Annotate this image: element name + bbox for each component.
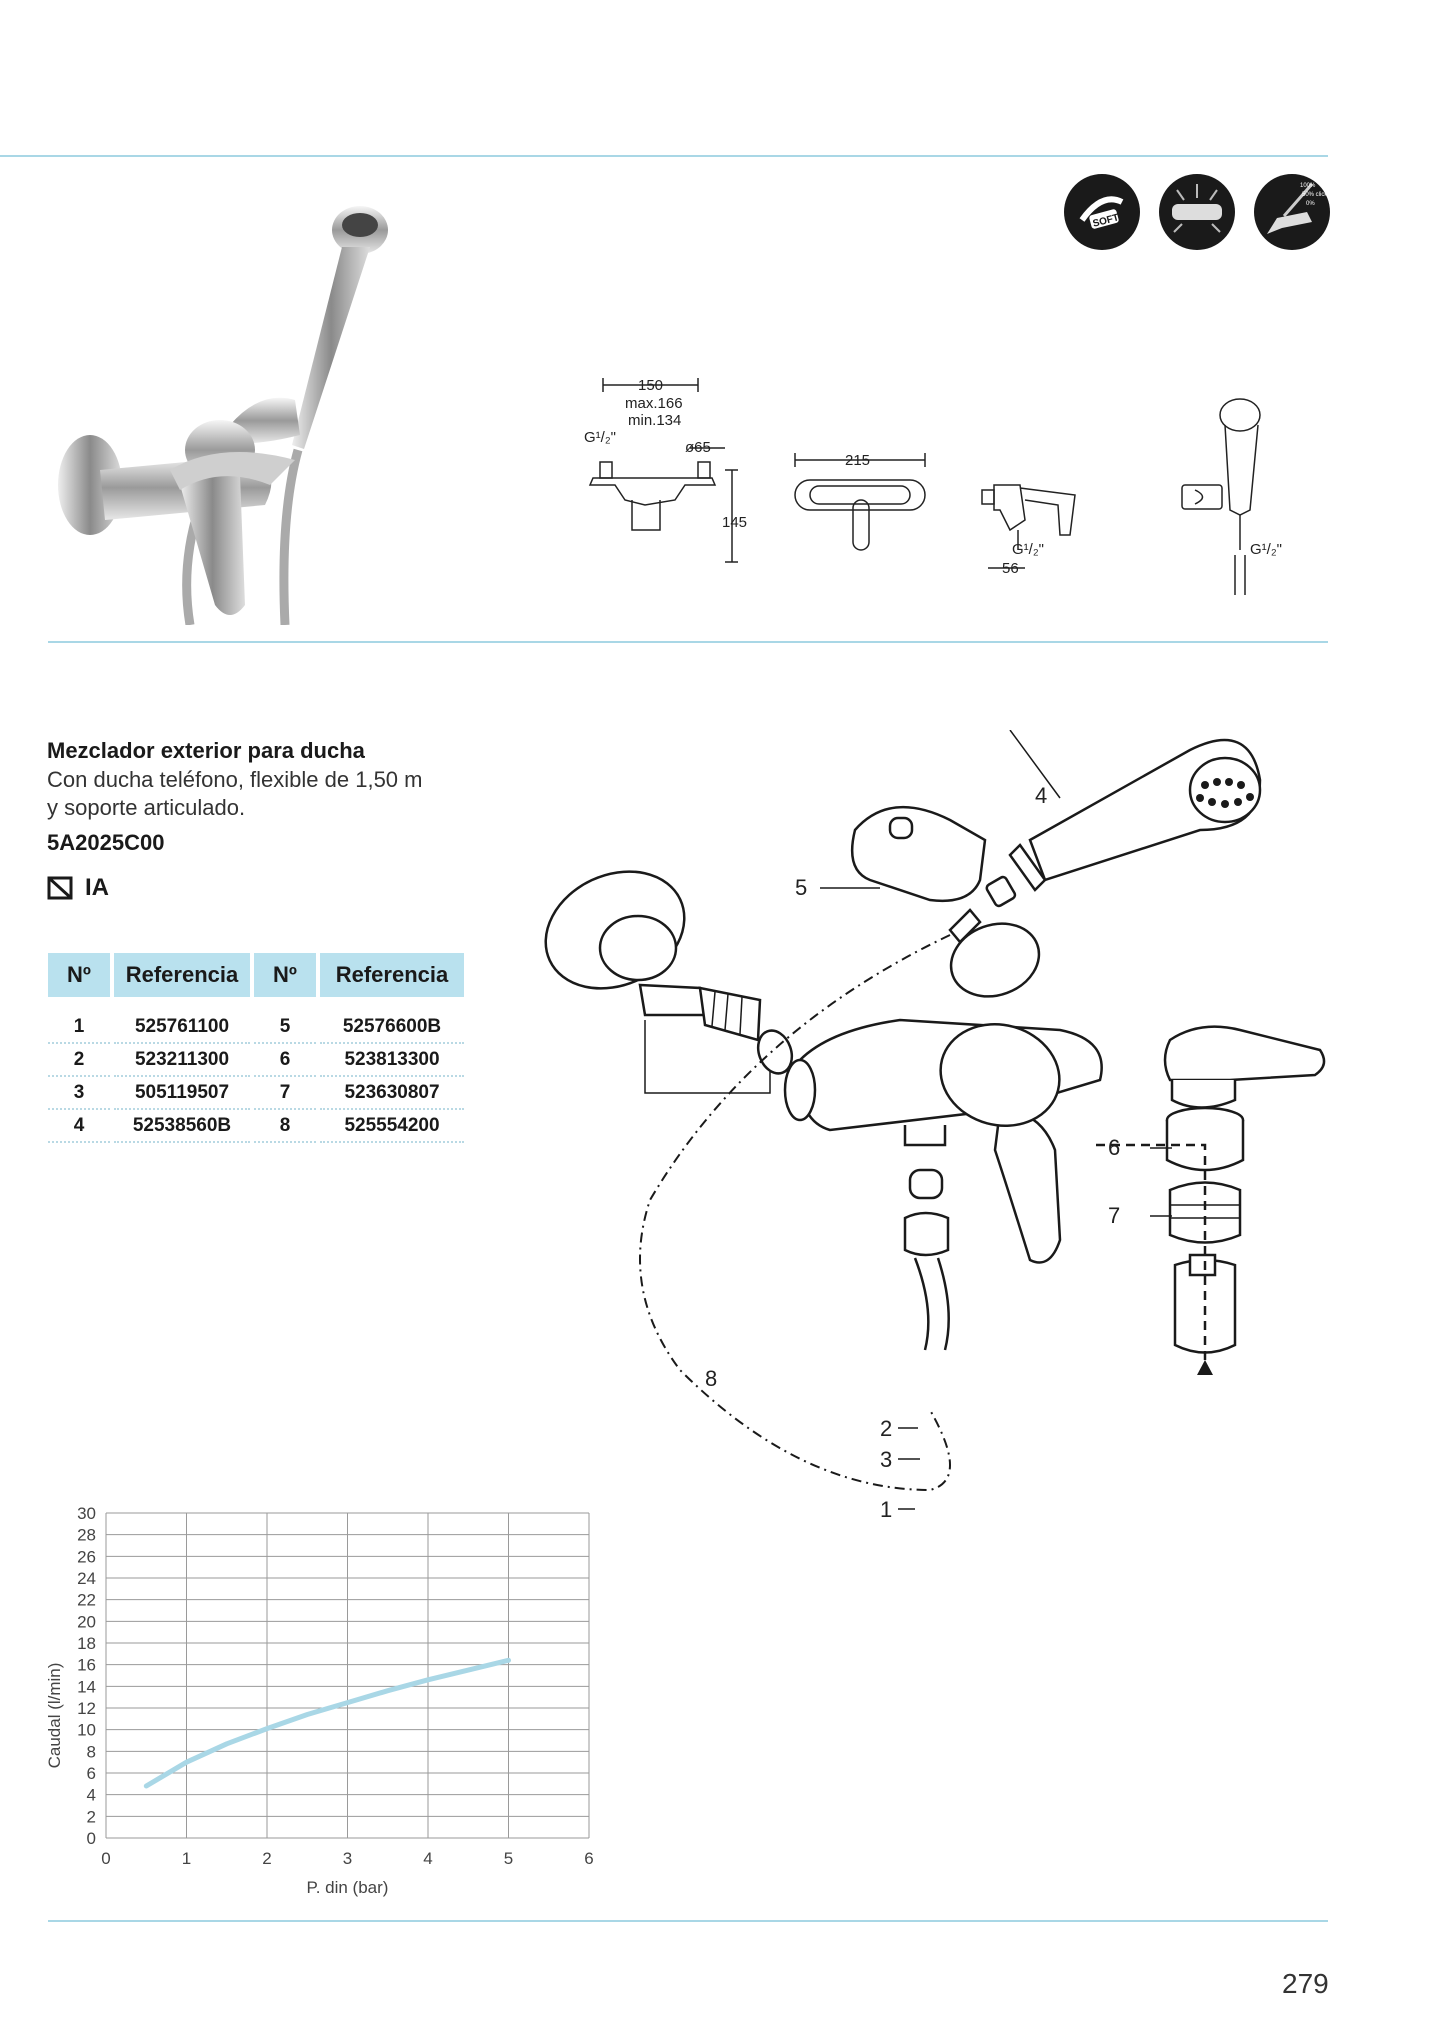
svg-text:100%: 100% bbox=[1300, 183, 1316, 189]
y-tick-label: 8 bbox=[87, 1742, 96, 1761]
dim-g3: G¹/₂" bbox=[1250, 541, 1282, 558]
product-photo bbox=[58, 206, 388, 625]
exploded-parts-diagram: 4 5 6 7 8 2 3 1 bbox=[544, 730, 1326, 1522]
dim-g2: G¹/₂" bbox=[1012, 541, 1044, 558]
dim-min: min.134 bbox=[628, 412, 681, 429]
header-ref-1: Referencia bbox=[114, 953, 250, 997]
mid-rule bbox=[48, 641, 1328, 643]
header-no-1: Nº bbox=[48, 953, 110, 997]
dim-56: 56 bbox=[1002, 560, 1019, 577]
y-tick-label: 4 bbox=[87, 1786, 96, 1805]
bottom-rule bbox=[48, 1920, 1328, 1922]
y-tick-label: 2 bbox=[87, 1807, 96, 1826]
part-label-2: 2 bbox=[880, 1416, 892, 1441]
y-tick-label: 22 bbox=[77, 1591, 96, 1610]
eco-click-icon: 100% 50% click 0% bbox=[1254, 174, 1330, 250]
part-label-6: 6 bbox=[1108, 1135, 1120, 1160]
y-tick-label: 14 bbox=[77, 1677, 96, 1696]
soft-icon: SOFT bbox=[1064, 174, 1140, 250]
y-tick-label: 10 bbox=[77, 1721, 96, 1740]
chart-xlabel: P. din (bar) bbox=[307, 1878, 389, 1897]
svg-text:50% click: 50% click bbox=[1302, 192, 1328, 198]
part-label-7: 7 bbox=[1108, 1203, 1120, 1228]
page-number: 279 bbox=[1282, 1968, 1329, 1999]
dim-150: 150 bbox=[638, 377, 663, 394]
x-tick-label: 4 bbox=[423, 1849, 432, 1868]
light-icon bbox=[1159, 174, 1235, 250]
y-tick-label: 6 bbox=[87, 1764, 96, 1783]
top-rule bbox=[0, 155, 1328, 157]
dimension-drawings: 150 max.166 min.134 G¹/₂" ø65 145 215 G¹… bbox=[584, 377, 1282, 595]
chart-grid bbox=[105, 1512, 590, 1839]
x-tick-label: 5 bbox=[504, 1849, 513, 1868]
x-tick-label: 3 bbox=[343, 1849, 352, 1868]
part-label-1: 1 bbox=[880, 1497, 892, 1522]
ia-icon bbox=[47, 876, 73, 900]
product-description-1: Con ducha teléfono, flexible de 1,50 m bbox=[47, 767, 423, 792]
chart-series bbox=[143, 1657, 511, 1789]
x-tick-label: 0 bbox=[101, 1849, 110, 1868]
table-header-row: Nº Referencia Nº Referencia bbox=[48, 953, 464, 997]
y-tick-label: 20 bbox=[77, 1612, 96, 1631]
header-ref-2: Referencia bbox=[320, 953, 464, 997]
y-tick-label: 18 bbox=[77, 1634, 96, 1653]
svg-text:0%: 0% bbox=[1306, 201, 1315, 207]
dim-g1: G¹/₂" bbox=[584, 429, 616, 446]
dim-215: 215 bbox=[845, 452, 870, 469]
y-tick-label: 0 bbox=[87, 1829, 96, 1848]
badge-label: IA bbox=[85, 874, 109, 901]
part-label-5: 5 bbox=[795, 875, 807, 900]
header-no-2: Nº bbox=[254, 953, 316, 997]
y-tick-label: 30 bbox=[77, 1504, 96, 1523]
dim-max: max.166 bbox=[625, 395, 683, 412]
y-tick-label: 26 bbox=[77, 1547, 96, 1566]
y-tick-label: 16 bbox=[77, 1656, 96, 1675]
x-tick-label: 6 bbox=[584, 1849, 593, 1868]
part-label-4: 4 bbox=[1035, 783, 1047, 808]
x-tick-label: 2 bbox=[262, 1849, 271, 1868]
product-code: 5A2025C00 bbox=[47, 830, 165, 855]
y-tick-label: 12 bbox=[77, 1699, 96, 1718]
feature-icons: SOFT 100% 50% click 0% bbox=[1064, 174, 1330, 250]
y-tick-label: 28 bbox=[77, 1526, 96, 1545]
series-line bbox=[143, 1657, 511, 1789]
part-label-3: 3 bbox=[880, 1447, 892, 1472]
part-label-8: 8 bbox=[705, 1366, 717, 1391]
x-tick-label: 1 bbox=[182, 1849, 191, 1868]
dim-145: 145 bbox=[722, 514, 747, 531]
y-tick-label: 24 bbox=[77, 1569, 96, 1588]
chart-ylabel: Caudal (l/min) bbox=[45, 1663, 64, 1769]
product-description-2: y soporte articulado. bbox=[47, 795, 246, 820]
product-badge: IA bbox=[47, 874, 109, 902]
dim-d65: ø65 bbox=[685, 439, 711, 456]
product-title: Mezclador exterior para ducha bbox=[47, 738, 365, 763]
